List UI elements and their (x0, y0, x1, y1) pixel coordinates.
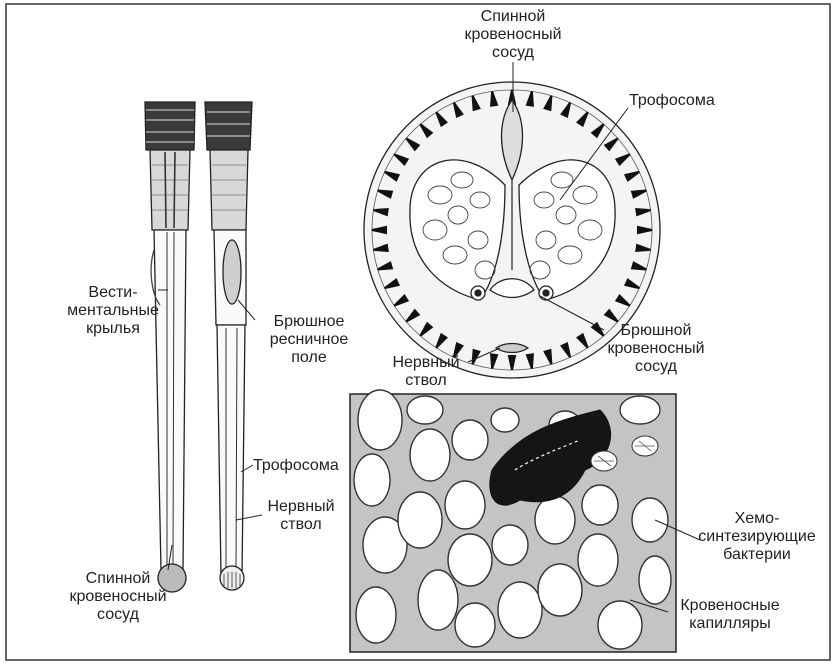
worm-right-trunk (217, 325, 245, 575)
label-dorsal-vessel-top: Спинной кровеносный сосуд (450, 8, 576, 62)
worm-left-plume (145, 102, 195, 150)
bacteriocyte-cell (578, 534, 618, 586)
label-nerve-cord-top: Нервный ствол (384, 354, 468, 390)
trophosome-tissue-inset (350, 390, 676, 652)
worm-right-plume (205, 102, 252, 150)
bacteriocyte-cell (492, 525, 528, 565)
bacteriocyte-cell (452, 420, 488, 460)
bacteriocyte-cell (354, 454, 390, 506)
bacteriocyte-cell (448, 534, 492, 586)
worm-left-trunk (154, 230, 186, 570)
bacteriocyte-cell (538, 564, 582, 616)
label-nerve-cord-side: Нервный ствол (258, 498, 344, 534)
bacteriocyte-cell (535, 496, 575, 544)
label-trophosome-top: Трофосома (629, 92, 715, 110)
label-chemosynthetic-bacteria: Хемо- синтезирующие бактерии (694, 510, 820, 564)
bacteriocyte-cell (632, 498, 668, 542)
worm-left-vestimentum (150, 150, 190, 230)
label-vestimental-wings: Вести- ментальные крылья (58, 284, 168, 338)
label-blood-capillaries: Кровеносные капилляры (670, 597, 790, 633)
bacteriocyte-cell (358, 390, 402, 450)
worm-left (145, 102, 195, 592)
bacteriocyte-cell (639, 556, 671, 604)
bacteriocyte-cell (498, 582, 542, 638)
bacteriocyte-cell (582, 485, 618, 525)
bacteriocyte-cell (455, 603, 495, 647)
label-ventral-vessel: Брюшной кровеносный сосуд (594, 322, 718, 376)
label-dorsal-vessel-bottom: Спинной кровеносный сосуд (56, 570, 180, 624)
label-ventral-ciliary-field: Брюшное ресничное поле (254, 313, 364, 367)
bacteriocyte-cell (356, 587, 396, 643)
label-trophosome-side: Трофосома (253, 457, 339, 475)
bacteriocyte-cell (598, 601, 642, 649)
bacteriocyte-cell (445, 481, 485, 529)
nerve-cord-section (496, 344, 528, 353)
bacteriocyte-cell (398, 492, 442, 548)
worm-right (205, 102, 252, 590)
bacteriocyte-cell (491, 408, 519, 432)
bacteriocyte-cell (620, 396, 660, 424)
ciliary-field (223, 240, 241, 304)
worm-right-vestimentum (210, 150, 248, 230)
bacteriocyte-cell (410, 429, 450, 481)
bacteriocyte-cell (407, 396, 443, 424)
bacteriocyte-cell (418, 570, 458, 630)
